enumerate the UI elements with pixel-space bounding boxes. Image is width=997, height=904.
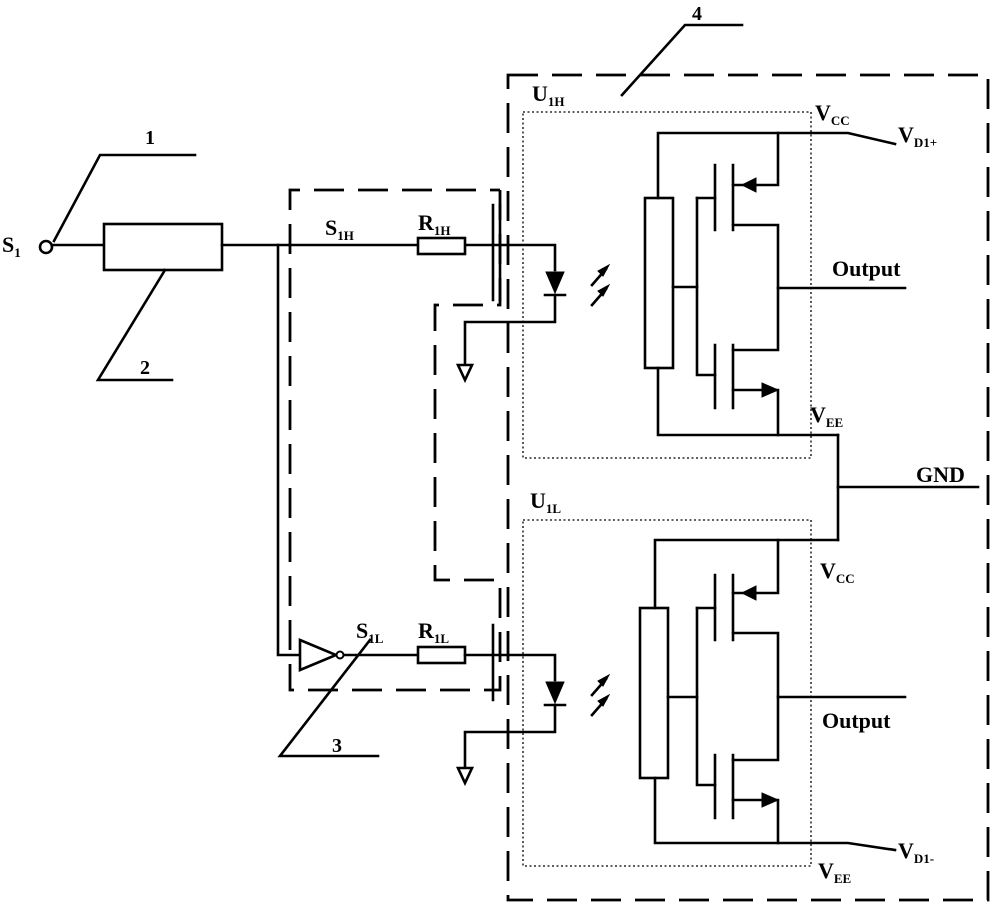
label-vee-top: VEE bbox=[810, 402, 843, 430]
vee-bottom-wire bbox=[653, 776, 897, 852]
input-terminal-s1 bbox=[38, 239, 54, 255]
led-top-return-wire bbox=[463, 293, 557, 367]
callout-2: 2 bbox=[140, 357, 150, 379]
gate-bottom-vertical bbox=[695, 606, 717, 787]
leader-line-1 bbox=[52, 153, 197, 243]
label-s1l: S1L bbox=[356, 618, 384, 646]
transistor-top-lower-arrow bbox=[761, 382, 780, 398]
led-bottom-return-wire bbox=[463, 703, 557, 770]
callout-4: 4 bbox=[692, 3, 702, 25]
dashed-region-4 bbox=[506, 73, 990, 902]
label-vd1-minus: VD1- bbox=[898, 838, 934, 866]
optocoupler-u1h bbox=[455, 131, 907, 437]
leader-line-2 bbox=[95, 268, 174, 382]
callout-3: 3 bbox=[332, 735, 342, 757]
led-top-anode-wire bbox=[491, 243, 557, 272]
dashed-region-3 bbox=[288, 188, 502, 692]
label-u1l: U1L bbox=[530, 488, 561, 516]
input-module bbox=[102, 222, 224, 272]
transistor-top-upper-arrow bbox=[740, 177, 757, 193]
label-s1: S1 bbox=[2, 232, 21, 260]
ground-bottom-symbol bbox=[455, 766, 475, 787]
ground-top-symbol bbox=[455, 363, 475, 384]
label-output-bottom: Output bbox=[822, 708, 891, 733]
transistor-bottom-upper-arrow bbox=[740, 585, 757, 601]
driver-resistor-bottom bbox=[638, 606, 670, 780]
transistor-top-lower-source bbox=[731, 388, 780, 437]
optocoupler-u1l bbox=[455, 538, 907, 852]
transistor-bottom-mid-wire bbox=[731, 631, 780, 762]
inverter-bubble bbox=[335, 650, 345, 660]
led-top-diode bbox=[545, 271, 565, 295]
leader-line-4 bbox=[620, 23, 744, 97]
label-output-top: Output bbox=[832, 256, 901, 281]
transistor-bottom-lower-arrow bbox=[761, 792, 780, 808]
label-r1l: R1L bbox=[418, 618, 449, 646]
transistor-bottom-lower-source bbox=[731, 798, 780, 845]
inverter-triangle bbox=[298, 638, 340, 672]
resistor-r1h bbox=[416, 236, 467, 256]
label-vd1-plus: VD1+ bbox=[898, 122, 937, 150]
label-vcc-top: VCC bbox=[815, 100, 850, 128]
led-bottom-anode-wire bbox=[491, 653, 557, 682]
transistor-top-upper-source bbox=[731, 131, 780, 187]
label-u1h: U1H bbox=[532, 81, 565, 109]
label-r1h: R1H bbox=[418, 210, 451, 238]
label-gnd: GND bbox=[916, 462, 965, 487]
transistor-top-mid-wire bbox=[731, 223, 780, 352]
gate-top-vertical bbox=[695, 196, 717, 377]
resistor-r1l bbox=[416, 645, 467, 665]
driver-resistor-top bbox=[643, 196, 675, 370]
leader-line-3 bbox=[277, 638, 380, 758]
bus-vertical-wire bbox=[276, 243, 302, 657]
optocoupler-u1h-box bbox=[522, 111, 812, 459]
vcc-top-wire bbox=[656, 131, 897, 200]
label-vee-bottom: VEE bbox=[818, 858, 851, 886]
led-bottom-diode bbox=[545, 681, 565, 705]
input-section bbox=[38, 153, 495, 382]
label-vcc-bottom: VCC bbox=[820, 558, 855, 586]
optocoupler-u1l-box bbox=[522, 519, 812, 867]
label-s1h: S1H bbox=[325, 215, 354, 243]
inverter bbox=[298, 638, 345, 672]
callout-1: 1 bbox=[145, 127, 155, 149]
transistor-bottom-upper-source bbox=[731, 538, 780, 595]
